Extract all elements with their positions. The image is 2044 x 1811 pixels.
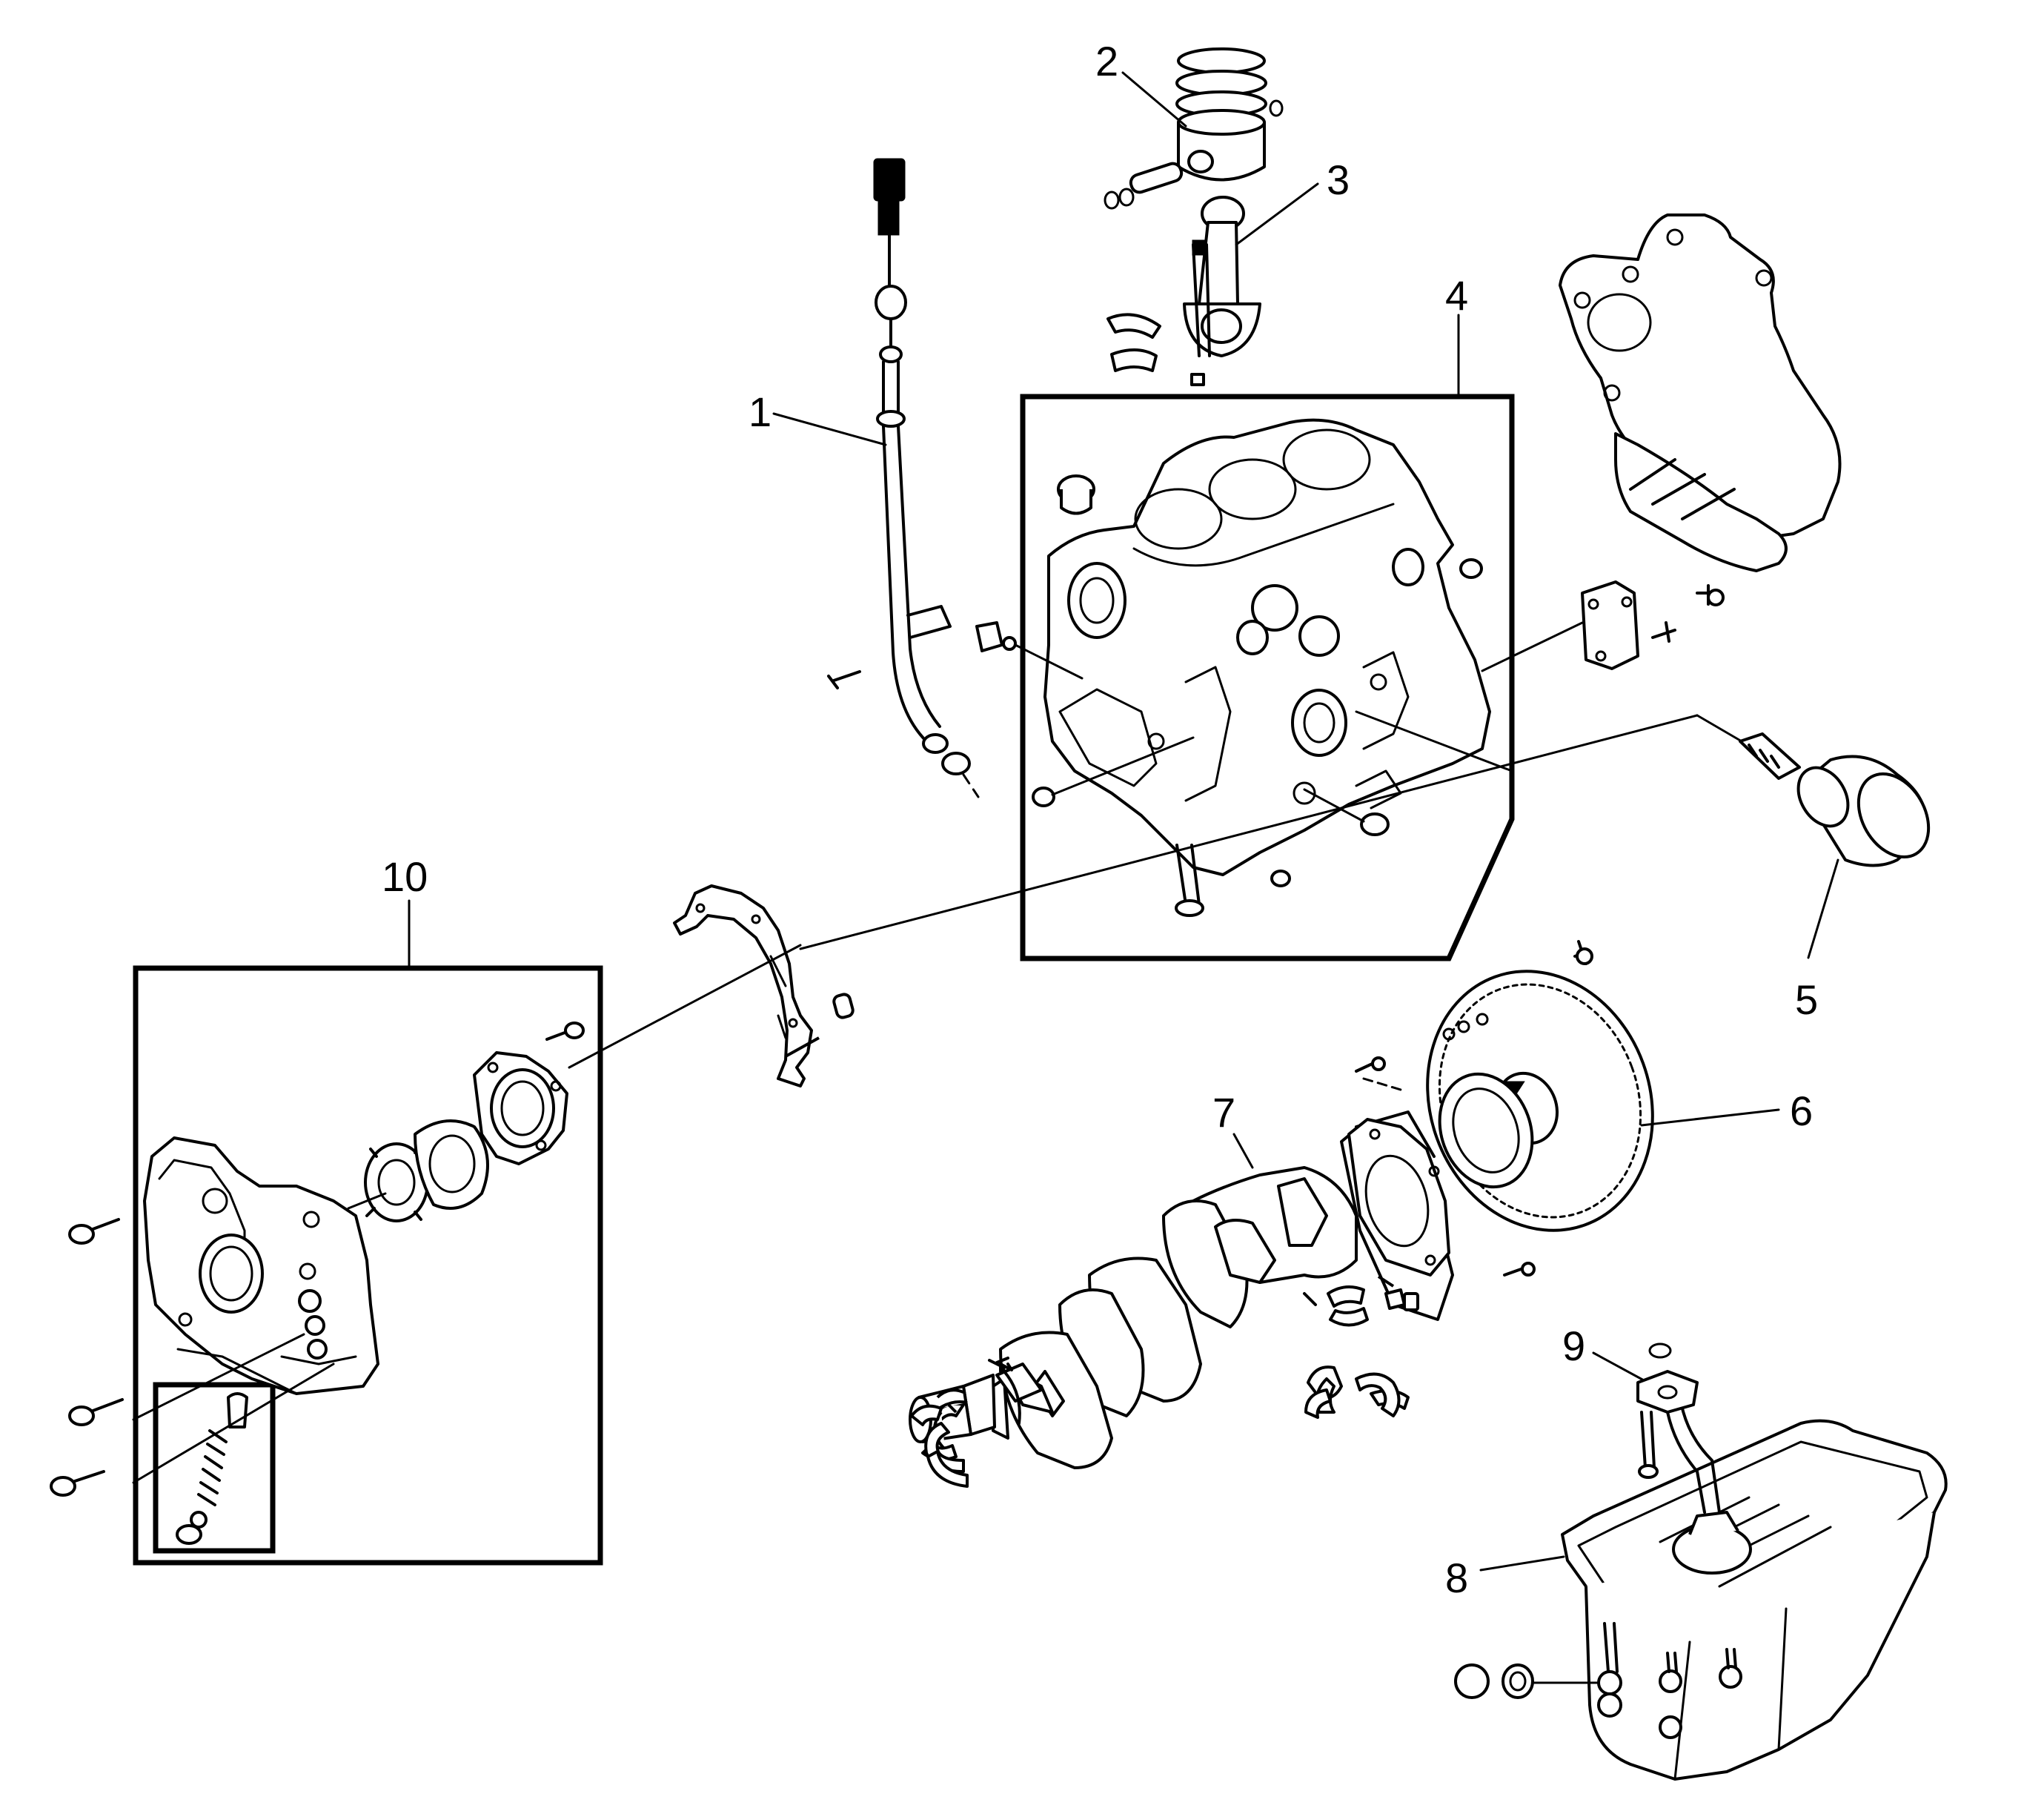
cylinder-block-group [975,394,1515,961]
callout-5: 5 [1795,976,1818,1023]
callout-labels: 1 2 3 4 5 6 7 8 9 10 [382,38,1818,1601]
flywheel-assembly [1355,940,1654,1277]
callout-10: 10 [382,853,428,900]
connecting-rod-assembly [1106,196,1261,386]
rear-engine-plate [1559,213,1842,606]
oil-strainer-assembly [1636,1342,1721,1514]
callout-3: 3 [1327,156,1350,203]
front-cover-gasket [673,884,855,1087]
oil-pan-assembly [1454,1419,1948,1781]
callout-leaders [408,71,1839,1572]
callout-8: 8 [1445,1555,1468,1601]
oil-filter-assembly [799,714,1931,950]
relief-valve-box [153,1382,276,1554]
cylinder-block-box [1020,394,1515,961]
dipstick-assembly [827,158,980,798]
oil-pump-group [50,944,802,1566]
callout-6: 6 [1790,1087,1813,1134]
cylinder-block [1043,418,1491,876]
side-cover [1481,580,1676,672]
callout-1: 1 [749,388,772,435]
oil-pump-box [133,965,603,1566]
callout-7: 7 [1212,1089,1235,1136]
callout-9: 9 [1562,1322,1585,1369]
main-bearing-shells [924,1372,1401,1488]
callout-4: 4 [1445,272,1468,319]
rear-seal-retainer [1347,1118,1450,1277]
callout-2: 2 [1095,38,1118,85]
piston-assembly [1104,47,1284,210]
